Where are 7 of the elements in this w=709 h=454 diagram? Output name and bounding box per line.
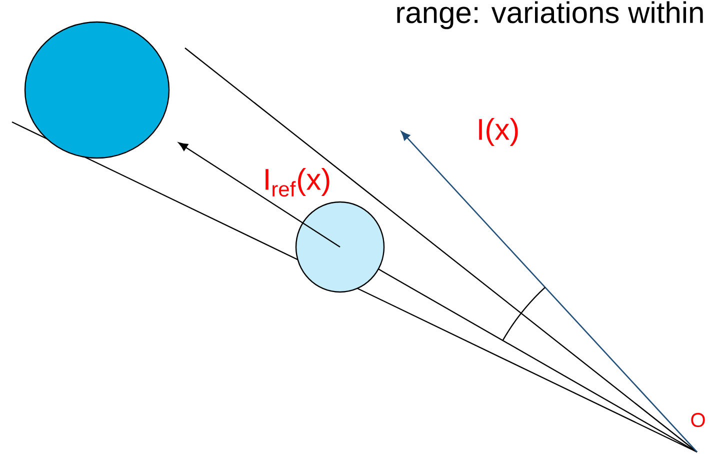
circle — [295, 201, 385, 293]
circle — [24, 21, 170, 159]
arrow — [178, 142, 340, 248]
heading: range: variations within — [397, 1, 703, 30]
edge-label: I$_{ref}$(x) — [266, 168, 330, 197]
vector-label: I(x) — [479, 118, 518, 146]
point-label: O — [691, 412, 705, 428]
